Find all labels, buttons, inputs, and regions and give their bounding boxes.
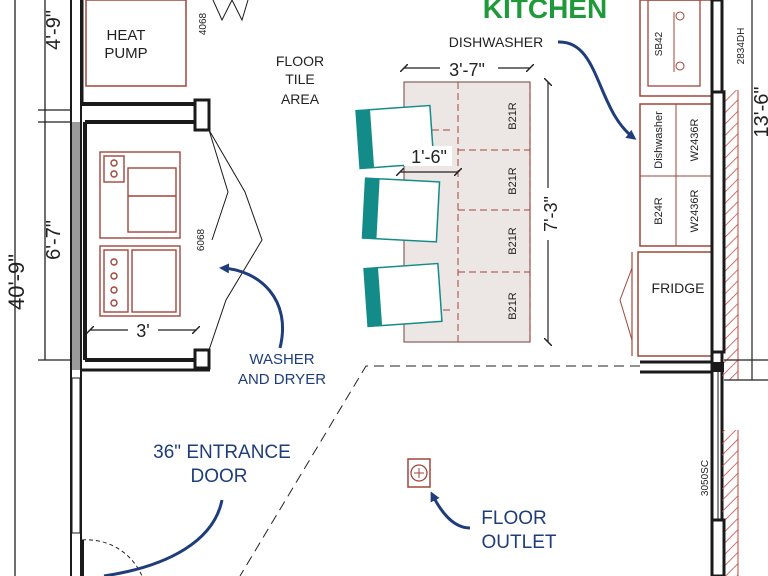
floor-outlet-label-2: OUTLET: [482, 532, 557, 553]
floor-tile-label-3: AREA: [281, 91, 320, 107]
right-dimension-lines: [724, 0, 768, 381]
entrance-door-label-2: DOOR: [191, 466, 248, 487]
island-cabinet-4: B21R: [507, 292, 519, 320]
heat-pump-label: HEAT: [107, 27, 146, 44]
floor-outlet-label: FLOOR: [481, 508, 546, 529]
laundry-room: 3' 6068: [82, 120, 263, 372]
door-4068-label: 4068: [198, 12, 209, 35]
bifold-door-top: [212, 0, 249, 22]
floor-outlet-callout-arrow: [430, 491, 471, 530]
washer-dryer-label: WASHER: [249, 351, 314, 368]
mech-room-depth-dimension: 4'-9": [43, 10, 65, 50]
floor-tile-boundary: [239, 365, 640, 576]
kitchen-title: KITCHEN: [483, 0, 607, 24]
wall-cabinet-1-label: W2436R: [689, 119, 701, 162]
right-exterior-wall: [640, 0, 739, 576]
window-code-top: 2834DH: [736, 28, 747, 65]
island-length-dimension: 7'-3": [541, 196, 561, 232]
dishwasher-callout-label: DISHWASHER: [449, 34, 543, 50]
washer: [99, 151, 181, 239]
dishwasher-callout-arrow: [557, 40, 637, 140]
washer-dryer-callout-arrow: [219, 263, 285, 349]
wall-cabinet-2-label: W2436R: [689, 190, 701, 233]
fridge: [637, 251, 713, 357]
floor-outlet-symbol: [407, 458, 431, 488]
window-code-bottom: 3050SC: [700, 460, 711, 496]
washer-dryer-label-2: AND DRYER: [238, 371, 326, 388]
sink: [647, 0, 701, 87]
sink-code-label: SB42: [654, 31, 665, 56]
base-cabinet-b24r-label: B24R: [653, 197, 665, 225]
bar-stool-2: [361, 177, 441, 243]
door-6068-label: 6068: [196, 228, 207, 251]
kitchen-counter: SB42 Dishwasher W2436R B24R W2436R FRIDG…: [619, 0, 713, 357]
laundry-depth-dimension: 6'-7": [43, 220, 65, 260]
heat-pump-unit: [85, 0, 187, 87]
kitchen-wall-length-dimension: 13'-6": [751, 87, 768, 138]
entrance-door-callout-arrow: [103, 499, 224, 576]
floor-tile-label: FLOOR: [276, 53, 324, 69]
bifold-door-laundry: [208, 129, 263, 351]
heat-pump-label-2: PUMP: [104, 45, 147, 62]
fridge-label: FRIDGE: [652, 280, 705, 296]
left-dimension-lines: [14, 0, 75, 576]
floor-tile-label-2: TILE: [285, 71, 315, 87]
island-cabinet-3: B21R: [507, 227, 519, 255]
laundry-width-dimension: 3': [136, 321, 149, 341]
total-depth-dimension: 40'-9": [4, 254, 29, 310]
island-width-dimension: 3'-7": [449, 60, 485, 80]
stool-spacing-dimension: 1'-6": [411, 147, 447, 167]
left-exterior-wall: [70, 0, 82, 576]
dishwasher-label: Dishwasher: [653, 111, 665, 169]
island-cabinet-1: B21R: [507, 102, 519, 130]
island-cabinet-2: B21R: [507, 167, 519, 195]
mechanical-room: HEAT PUMP 4068: [80, 0, 249, 132]
bar-stool-3: [363, 262, 443, 328]
entrance-door-label: 36" ENTRANCE: [153, 442, 291, 463]
dryer: [99, 245, 181, 317]
